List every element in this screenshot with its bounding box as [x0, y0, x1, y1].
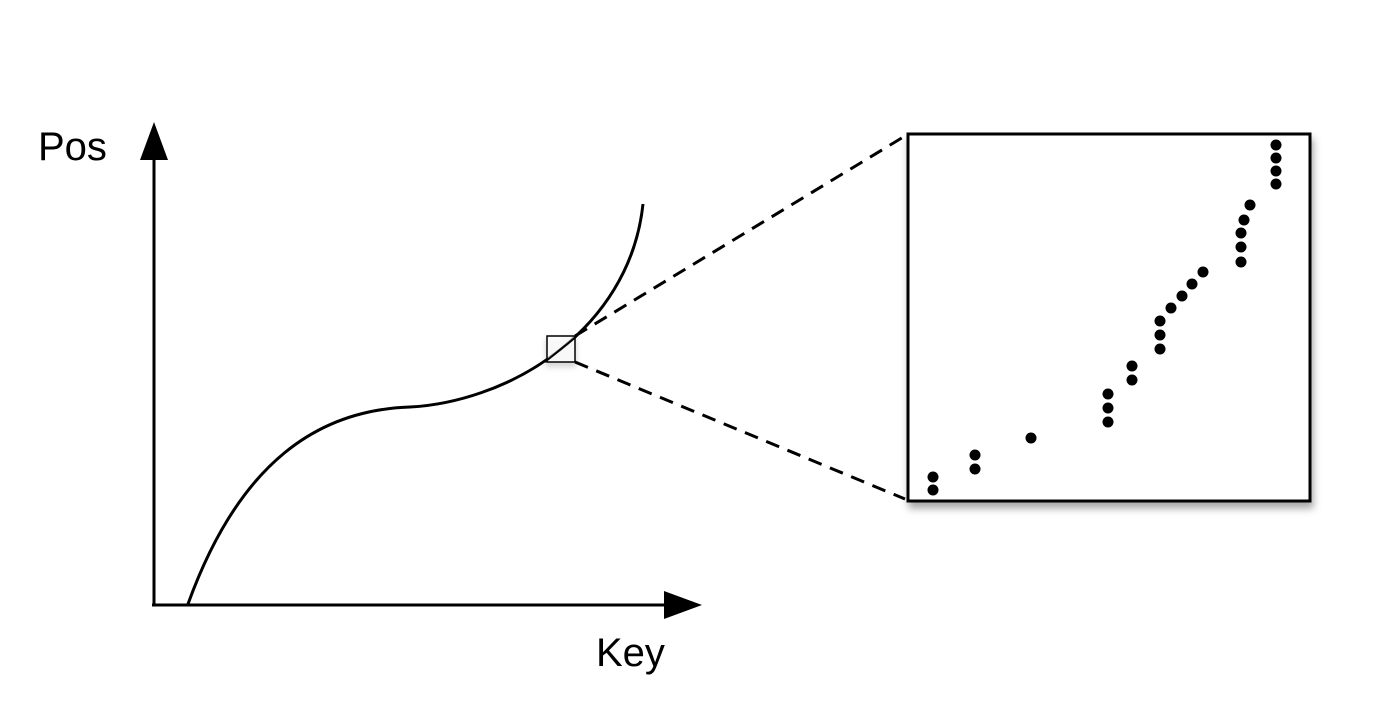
key-point-dot: [1238, 214, 1250, 226]
cdf-curve: [186, 203, 645, 605]
key-point-dot: [1197, 266, 1209, 278]
cdf-curve-segment: [544, 335, 578, 363]
key-point-dot: [927, 484, 939, 496]
zoom-connector-top: [574, 134, 906, 338]
key-point-dot: [1270, 178, 1282, 190]
axes: [140, 122, 702, 619]
key-point-dot: [1154, 329, 1166, 341]
key-point-dot: [1235, 256, 1247, 268]
key-point-dot: [1176, 290, 1188, 302]
key-point-dot: [1244, 199, 1256, 211]
key-point-dot: [1102, 388, 1114, 400]
key-point-dot: [1102, 416, 1114, 428]
key-point-dot: [969, 463, 981, 475]
x-axis-label: Key: [596, 631, 665, 675]
zoomed-view-box: [906, 132, 1312, 503]
key-point-dot: [927, 471, 939, 483]
key-point-dot: [1270, 139, 1282, 151]
key-point-dot: [1126, 360, 1138, 372]
key-point-dot: [1270, 165, 1282, 177]
key-point-dot: [1102, 402, 1114, 414]
key-point-dot: [1126, 374, 1138, 386]
zoom-connector-bottom: [574, 360, 906, 501]
key-point-dot: [1270, 152, 1282, 164]
zoomed-data-points: [927, 139, 1282, 496]
y-axis-label: Pos: [38, 125, 107, 169]
key-point-dot: [1025, 432, 1037, 444]
key-point-dot: [1165, 302, 1177, 314]
x-axis-arrowhead: [664, 591, 702, 619]
key-point-dot: [1154, 343, 1166, 355]
key-point-dot: [1235, 241, 1247, 253]
key-point-dot: [969, 449, 981, 461]
key-point-dot: [1235, 227, 1247, 239]
key-point-dot: [1154, 315, 1166, 327]
key-point-dot: [1186, 278, 1198, 290]
y-axis-arrowhead: [140, 122, 168, 160]
